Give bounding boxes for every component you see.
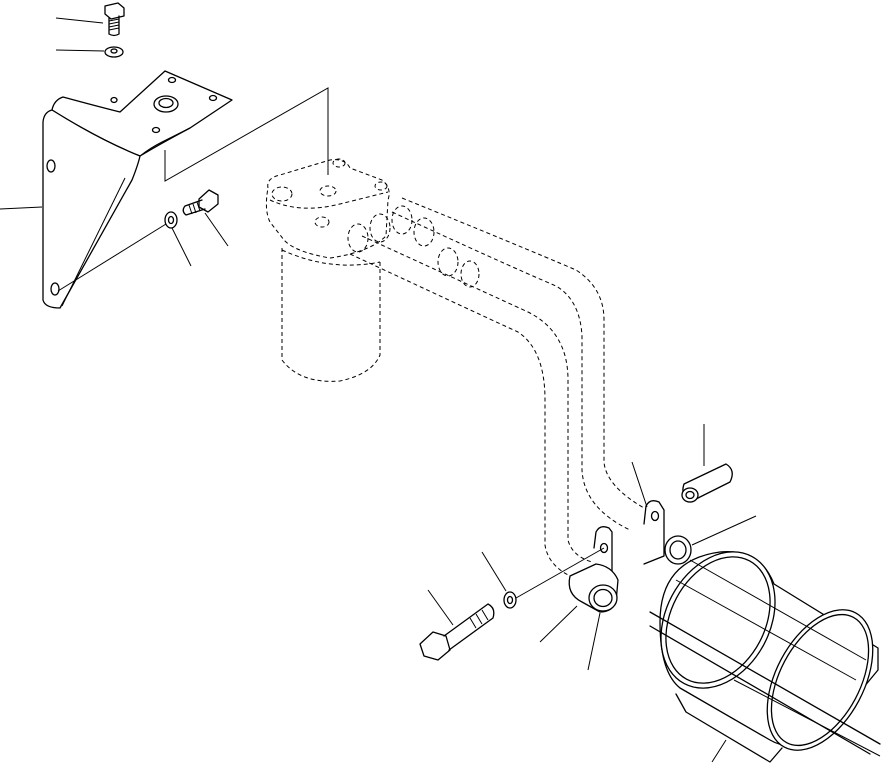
leader-line-bolt-axis: [515, 547, 605, 599]
clamp-left: [568, 563, 619, 613]
clamp-bracket-right: [643, 500, 665, 565]
washer-top: [104, 46, 124, 58]
mounting-bracket: [42, 70, 233, 309]
washer-bolt: [503, 591, 517, 609]
leader-long-bolt: [427, 589, 454, 626]
leader-clamp-right: [691, 515, 757, 546]
leader-bolt-side: [204, 212, 229, 247]
bolt-side: [182, 189, 219, 216]
leader-washer-side: [171, 227, 192, 267]
leader-bracket-to-hole: [57, 223, 167, 292]
clamp-right: [664, 535, 692, 565]
leader-bolt-top: [55, 17, 104, 24]
leader-lines: [0, 17, 757, 763]
leader-clamp-left-b: [587, 612, 601, 671]
leader-washer-top: [55, 49, 105, 52]
bolt-top: [104, 2, 125, 37]
washer-side: [164, 211, 178, 229]
leader-clamp-left-a: [539, 605, 578, 643]
spacer-sleeve: [681, 463, 733, 503]
leader-clamp-bracket-right: [631, 461, 648, 508]
leader-guard: [711, 739, 727, 763]
leader-bracket: [0, 206, 43, 210]
long-bolt: [419, 603, 495, 661]
leader-line-bracket: [164, 87, 329, 182]
cylinder-guard: [649, 550, 881, 763]
filter-assembly: [265, 158, 645, 577]
leader-washer-bolt: [481, 551, 507, 592]
